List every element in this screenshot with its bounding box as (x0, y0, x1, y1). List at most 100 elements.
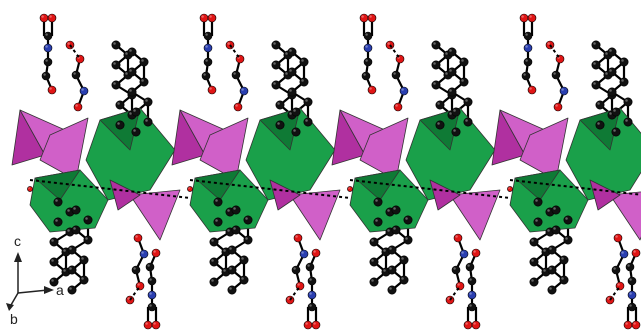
unit-3-lower-nitro-nitrogen-atom (627, 290, 637, 300)
unit-2-lower-nitro-carbon-atom-b-highlight (469, 278, 472, 281)
unit-1-upper-ring-2-carbon-atom-1 (299, 57, 309, 67)
unit-2-lower-nitro-carbon-atom-a (467, 302, 477, 312)
unit-3-lower-ring-2-carbon-atom-4-highlight (549, 247, 552, 250)
unit-1-lower-ring-carbon-atom-0-highlight (211, 279, 214, 282)
unit-0-upper-ring-2-carbon-atom-0 (127, 47, 137, 57)
unit-0-upper-ring-2-carbon-atom-1-highlight (141, 59, 144, 62)
unit-1-lower-nitro-oxygen-atom-2 (311, 320, 321, 330)
unit-1-lower-chain-oxygen-atom-1-highlight (287, 297, 290, 300)
unit-3-lower-ring-2-carbon-atom-6-highlight (553, 227, 556, 230)
unit-1-upper-nitro-oxygen-atom-3 (207, 85, 217, 95)
unit-0-lower-ring-2-carbon-atom-3 (79, 255, 89, 265)
polyhedra-layer (11, 107, 641, 241)
unit-0-lower-ring-2-carbon-atom-6 (71, 225, 81, 235)
unit-3-upper-ring-2-carbon-atom-1 (619, 57, 629, 67)
unit-1-lower-ring-2-carbon-atom-3-highlight (241, 257, 244, 260)
unit-3-upper-ring-2-carbon-atom-4-highlight (609, 89, 612, 92)
unit-1-upper-chain-oxygen-atom-3-highlight (235, 104, 238, 107)
unit-0-upper-nitro-carbon-atom-c-highlight (43, 73, 46, 76)
unit-2-lower-ring-2-carbon-atom-6-highlight (393, 227, 396, 230)
unit-3-upper-ring-carbon-atom-8 (595, 120, 605, 130)
unit-0-tetrahedron-lower-small (109, 179, 141, 211)
unit-1-lower-ring-carbon-atom-8-highlight (215, 199, 218, 202)
unit-2-upper-nitro-oxygen-atom-1-highlight (361, 15, 364, 18)
unit-0-lower-chain-oxygen-atom-3 (133, 233, 143, 243)
unit-3-lower-ring-2-carbon-atom-2 (547, 265, 557, 275)
unit-3-bridge-oxygen (507, 186, 513, 192)
unit-2-upper-ring-2-carbon-atom-5-highlight (465, 99, 468, 102)
unit-1-upper-ring-2-carbon-atom-7 (303, 117, 313, 127)
unit-0-upper-nitro-oxygen-atom-3-highlight (49, 87, 52, 90)
unit-0-lower-nitro-oxygen-atom-1 (143, 320, 153, 330)
unit-3-lower-ring-2-carbon-atom-6 (551, 225, 561, 235)
unit-1-lower-ring-carbon-atom-2 (209, 257, 219, 267)
unit-1-upper-ring-carbon-atom-7-highlight (289, 112, 292, 115)
unit-3-upper-nitro-nitrogen-atom-highlight (525, 45, 528, 48)
unit-0-lower-ring-2-carbon-atom-5 (83, 235, 93, 245)
unit-2-upper-ring-carbon-atom-2 (431, 60, 441, 70)
unit-3-lower-chain-oxygen-atom-2-highlight (617, 283, 620, 286)
unit-3-upper-chain-nitrogen-atom (559, 86, 569, 96)
unit-0-upper-ring-2-carbon-atom-5 (143, 97, 153, 107)
unit-1-upper-ring-2-carbon-atom-5-highlight (305, 99, 308, 102)
unit-1-upper-chain-nitrogen-atom-highlight (241, 88, 244, 91)
unit-0-upper-ring-2-carbon-atom-8 (131, 127, 141, 137)
unit-2-upper-ring-carbon-atom-8 (435, 120, 445, 130)
unit-3-upper-chain-oxygen-atom-3 (553, 102, 563, 112)
unit-0-upper-ring-2-carbon-atom-1 (139, 57, 149, 67)
unit-1-lower-ring-2-carbon-atom-7 (243, 215, 253, 225)
unit-3-lower-chain-nitrogen-atom (619, 249, 629, 259)
unit-3-upper-nitro-oxygen-atom-3-highlight (529, 87, 532, 90)
unit-0-lower-nitro-carbon-atom-b-highlight (149, 278, 152, 281)
unit-3-upper-ring-carbon-atom-4 (591, 80, 601, 90)
unit-3-lower-nitro-carbon-atom-a (627, 302, 637, 312)
unit-3-upper-ring-2-carbon-atom-4 (607, 87, 617, 97)
unit-1-lower-chain-hydrogen-bond (289, 285, 301, 301)
unit-0-lower-ring-carbon-atom-2 (49, 257, 59, 267)
unit-3-upper-nitro-oxygen-atom-1-highlight (521, 15, 524, 18)
unit-3-lower-ring-carbon-atom-4 (529, 237, 539, 247)
unit-1-upper-ring-carbon-atom-6-highlight (277, 102, 280, 105)
unit-2-lower-ring-carbon-atom-4-highlight (371, 239, 374, 242)
unit-1-chain-link (189, 179, 351, 199)
unit-0-lower-nitro-oxygen-atom-3 (151, 248, 161, 258)
unit-2-lower-ring-2-carbon-atom-3-highlight (401, 257, 404, 260)
unit-3-upper-ring-2-carbon-atom-5 (623, 97, 633, 107)
axis-a-arrowhead (44, 286, 54, 294)
hydrogen-bond-layer (29, 44, 641, 301)
axis-label-b: b (10, 311, 18, 327)
unit-3-lower-ring-2-carbon-atom-8 (551, 205, 561, 215)
unit-2-lower-ring-2-carbon-atom-2 (387, 265, 397, 275)
unit-1-upper-ring-2-carbon-atom-3 (299, 77, 309, 87)
unit-0-upper-nitro-oxygen-atom-2 (47, 13, 57, 23)
unit-0-upper-ring-2-carbon-atom-4-highlight (129, 89, 132, 92)
unit-0-lower-ring-2-carbon-atom-0 (67, 285, 77, 295)
unit-0-upper-ring-2-carbon-atom-7 (143, 117, 153, 127)
unit-1-lower-nitro-carbon-atom-b (307, 276, 317, 286)
unit-1-upper-ring-2-carbon-atom-4-highlight (289, 89, 292, 92)
unit-2-lower-ring-2-carbon-atom-0 (387, 285, 397, 295)
unit-0-upper-chain-oxygen-atom-1-highlight (67, 42, 70, 45)
unit-0-lower-ring-carbon-atom-6 (53, 217, 63, 227)
unit-3-lower-chain-nitrogen-atom-highlight (621, 251, 624, 254)
atom-layer (27, 13, 641, 330)
unit-1-upper-nitro-nitrogen-atom-highlight (205, 45, 208, 48)
unit-1-upper-ring-carbon-atom-3-highlight (285, 72, 288, 75)
unit-2-upper-chain-carbon-atom-1 (391, 70, 401, 80)
unit-2-lower-nitro-oxygen-atom-2-highlight (473, 322, 476, 325)
unit-3-upper-ring-carbon-atom-1-highlight (605, 52, 608, 55)
unit-1-lower-nitro-carbon-atom-a (307, 302, 317, 312)
unit-0-lower-nitro-carbon-atom-c (145, 262, 155, 272)
unit-1-upper-ring-carbon-atom-0 (271, 40, 281, 50)
unit-0-octahedron-lower-facet (34, 169, 81, 201)
unit-2-lower-ring-2-carbon-atom-0-highlight (389, 287, 392, 290)
unit-2-lower-ring-2-carbon-atom-7-highlight (405, 217, 408, 220)
unit-2-lower-nitro-oxygen-atom-3 (471, 248, 481, 258)
unit-2-upper-ring-carbon-atom-7-highlight (449, 112, 452, 115)
unit-1-lower-chain-nitrogen-atom (299, 249, 309, 259)
unit-0-lower-ring-carbon-atom-2-highlight (51, 259, 54, 262)
unit-1-lower-ring-2-carbon-atom-7-highlight (245, 217, 248, 220)
unit-0-upper-chain-hydrogen-bond (69, 44, 81, 60)
unit-1-upper-ring-2-carbon-atom-7-highlight (305, 119, 308, 122)
